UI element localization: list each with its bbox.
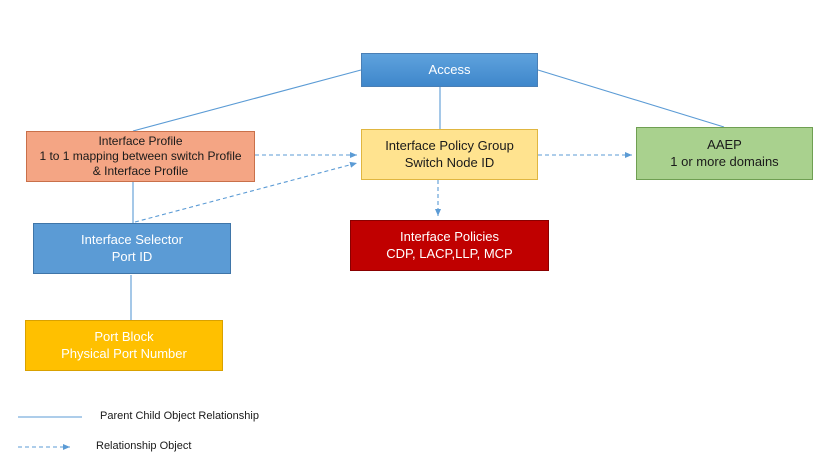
legend-solid-label: Parent Child Object Relationship (100, 410, 259, 422)
access-title: Access (428, 61, 471, 77)
interface-selector-title: Interface Selector (81, 231, 183, 247)
interface-selector-box: Interface Selector Port ID (33, 223, 231, 274)
edge-access-interface-profile (132, 69, 362, 132)
access-box: Access (361, 53, 538, 87)
interface-profile-title: Interface Profile (98, 134, 183, 148)
interface-policy-group-box: Interface Policy Group Switch Node ID (361, 129, 538, 180)
port-block-subtitle: Physical Port Number (61, 345, 187, 361)
legend-dashed-label: Relationship Object (96, 440, 192, 452)
interface-profile-line-3: & Interface Profile (92, 164, 189, 178)
interface-policies-title: Interface Policies (400, 228, 499, 244)
aaep-subtitle: 1 or more domains (670, 153, 779, 169)
interface-profile-box: Interface Profile 1 to 1 mapping between… (26, 131, 255, 182)
aaep-box: AAEP 1 or more domains (636, 127, 813, 180)
edge-interface-selector-interface-policy-group (134, 161, 358, 223)
port-block-box: Port Block Physical Port Number (25, 320, 223, 371)
interface-policy-group-title: Interface Policy Group (385, 137, 514, 153)
interface-profile-line-2: 1 to 1 mapping between switch Profile (39, 149, 242, 163)
interface-policies-box: Interface Policies CDP, LACP,LLP, MCP (350, 220, 549, 271)
port-block-title: Port Block (94, 328, 154, 344)
aaep-title: AAEP (707, 136, 742, 152)
edge-access-aaep (537, 69, 725, 128)
interface-policies-subtitle: CDP, LACP,LLP, MCP (386, 245, 513, 261)
interface-selector-subtitle: Port ID (111, 248, 153, 264)
interface-policy-group-subtitle: Switch Node ID (404, 154, 495, 170)
